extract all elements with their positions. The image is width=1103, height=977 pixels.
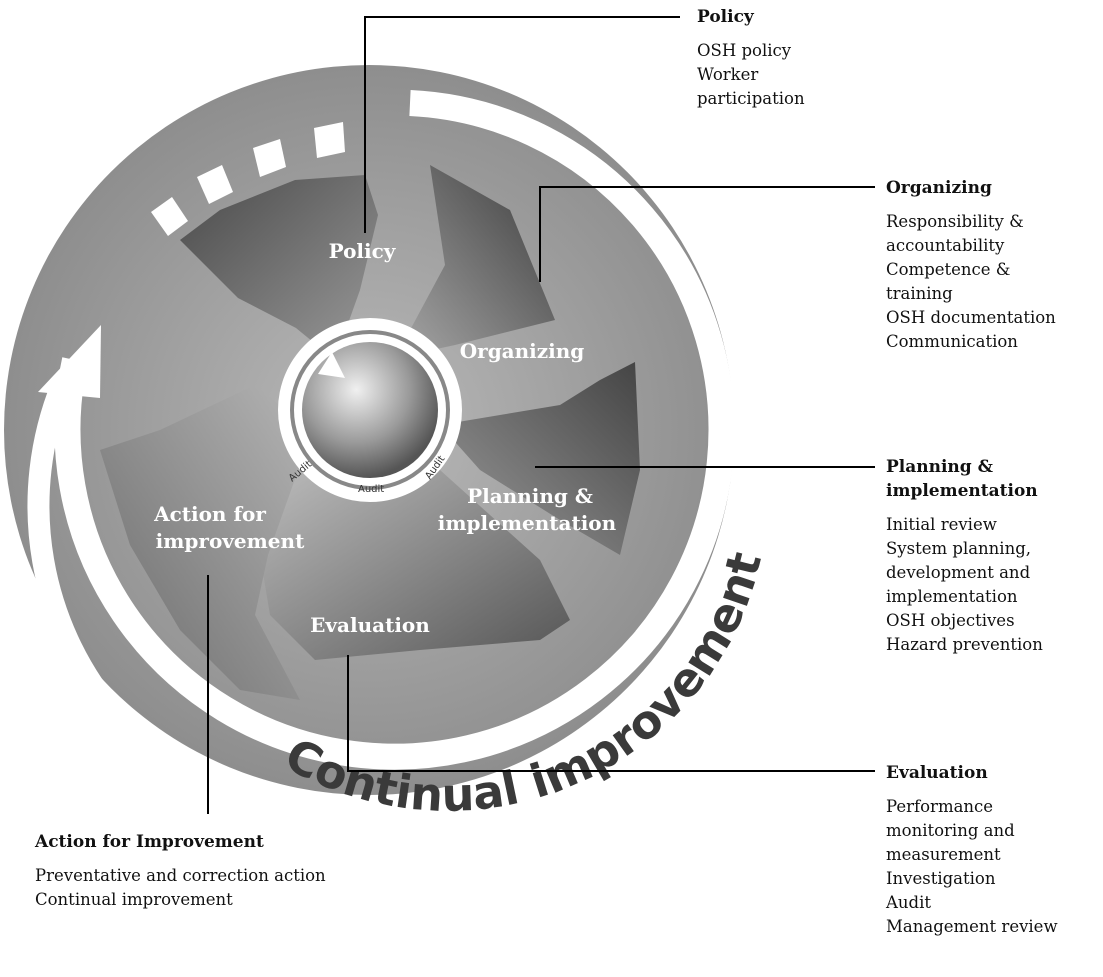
callout-planning-title-2: implementation xyxy=(886,481,1038,501)
callout-action-title: Action for Improvement xyxy=(35,832,264,852)
list-item: OSH objectives xyxy=(886,611,1015,630)
callout-evaluation-title: Evaluation xyxy=(886,763,988,783)
list-item: OSH documentation xyxy=(886,308,1056,327)
list-item: Responsibility & xyxy=(886,212,1024,231)
list-item: Performance xyxy=(886,797,994,816)
left-arc-arrow xyxy=(27,380,129,728)
callout-evaluation: Evaluation Performance monitoring and me… xyxy=(886,763,1058,939)
audit-ring-inner xyxy=(290,330,450,490)
segment-planning xyxy=(440,362,640,555)
leader-line-evaluation xyxy=(347,655,875,772)
segment-label-evaluation: Evaluation xyxy=(310,613,430,637)
list-item: development and xyxy=(886,563,1031,582)
audit-arrow-icon xyxy=(318,352,345,378)
segment-label-action-2: improvement xyxy=(156,529,305,553)
list-item: Continual improvement xyxy=(35,890,233,909)
segment-label-planning-2: implementation xyxy=(438,511,617,535)
segment-action xyxy=(100,385,300,700)
callout-organizing-items: Responsibility & accountability Competen… xyxy=(886,210,1056,354)
list-item: Hazard prevention xyxy=(886,635,1043,654)
segment-organizing xyxy=(395,165,555,358)
list-item: Communication xyxy=(886,332,1018,351)
callout-organizing: Organizing Responsibility & accountabili… xyxy=(886,178,1056,354)
list-item: measurement xyxy=(886,845,1001,864)
list-item: Preventative and correction action xyxy=(35,866,326,885)
list-item: OSH policy xyxy=(697,41,792,60)
arrow-head-icon xyxy=(38,325,101,398)
list-item: accountability xyxy=(886,236,1005,255)
leader-line-policy xyxy=(364,16,680,233)
callout-policy-title: Policy xyxy=(697,7,754,27)
audit-label-bottom: Audit xyxy=(358,484,384,495)
segment-label-organizing: Organizing xyxy=(460,339,585,363)
list-item: training xyxy=(886,284,953,303)
continual-improvement-arc xyxy=(54,90,735,770)
callout-action: Action for Improvement Preventative and … xyxy=(35,832,326,912)
callout-policy-items: OSH policy Worker participation xyxy=(697,39,805,111)
callout-planning-title-1: Planning & xyxy=(886,457,993,477)
callout-planning-items: Initial review System planning, developm… xyxy=(886,513,1043,657)
list-item: Worker xyxy=(697,65,759,84)
list-item: Initial review xyxy=(886,515,997,534)
list-item: Investigation xyxy=(886,869,996,888)
leader-lines xyxy=(207,16,875,814)
center-sphere xyxy=(302,342,438,478)
list-item: participation xyxy=(697,89,805,108)
callout-policy: Policy OSH policy Worker participation xyxy=(697,7,805,111)
segment-label-planning-1: Planning & xyxy=(467,484,593,508)
leader-line-organizing xyxy=(539,186,875,282)
segment-label-policy: Policy xyxy=(329,239,397,263)
segment-policy xyxy=(180,175,378,360)
list-item: Audit xyxy=(886,893,932,912)
callout-planning: Planning & implementation Initial review… xyxy=(886,457,1043,657)
list-item: monitoring and xyxy=(886,821,1015,840)
list-item: Competence & xyxy=(886,260,1011,279)
callout-evaluation-items: Performance monitoring and measurement I… xyxy=(886,795,1058,939)
segment-label-action-1: Action for xyxy=(153,502,266,526)
list-item: implementation xyxy=(886,587,1018,606)
segment-evaluation xyxy=(260,465,570,660)
arc-dash-blocks xyxy=(151,122,345,236)
list-item: System planning, xyxy=(886,539,1032,558)
list-item: Management review xyxy=(886,917,1058,936)
callout-organizing-title: Organizing xyxy=(886,178,992,198)
callout-action-items: Preventative and correction action Conti… xyxy=(35,864,326,912)
